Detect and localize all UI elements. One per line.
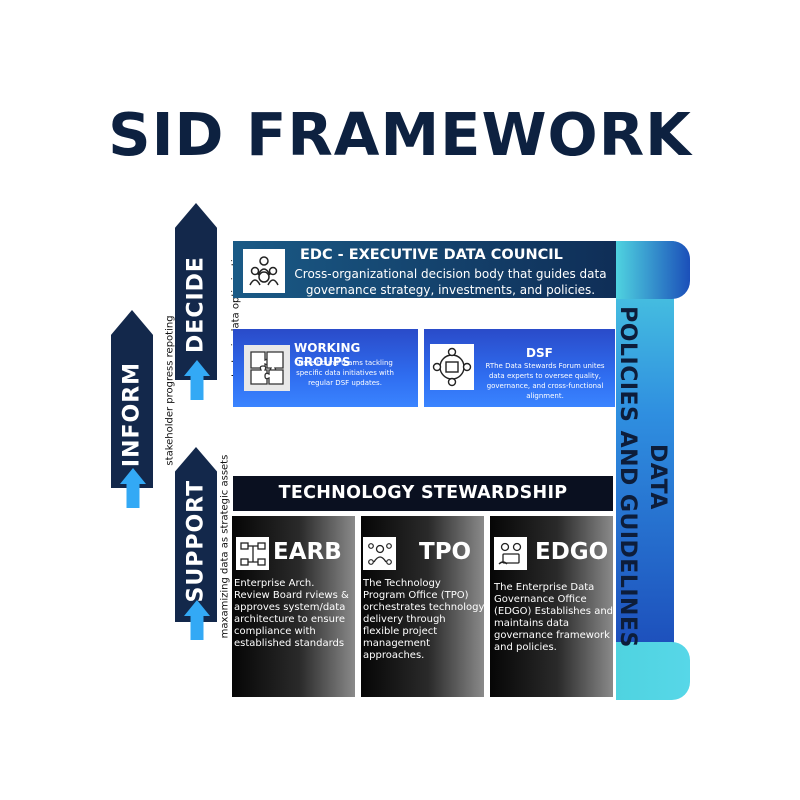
policies-column-text: DATA POLICIES AND GUIDELINES <box>612 262 672 692</box>
working-groups-title: WORKING GROUPS <box>294 341 361 369</box>
edc-box <box>233 241 616 298</box>
data-governance-icon <box>494 537 527 570</box>
dsf-title: DSF <box>526 346 553 360</box>
inform-side-text: stakeholder progress repoting <box>164 315 176 466</box>
working-groups-description: Time-bound teams tackling specific data … <box>296 359 394 387</box>
edgo-description: The Enterprise Data Governance Office (E… <box>494 582 614 653</box>
decide-label: DECIDE <box>183 256 209 353</box>
support-side-text: maxamizing data as strategic assets <box>219 454 231 639</box>
team-icon <box>363 537 396 570</box>
earb-name: EARB <box>273 539 342 565</box>
network-people-icon <box>430 344 474 390</box>
policies-column-top-cap <box>616 241 690 299</box>
technology-stewardship-title: TECHNOLOGY STEWARDSHIP <box>278 483 568 503</box>
tpo-name: TPO <box>419 539 472 565</box>
policies-column <box>616 241 674 671</box>
inform-label: INFORM <box>119 361 145 468</box>
policies-line2: POLICIES AND GUIDELINES <box>615 306 640 648</box>
technology-stewardship-bar <box>233 476 613 511</box>
earb-description: Enterprise Arch. Review Board rviews & a… <box>234 578 349 649</box>
puzzle-icon <box>244 345 290 391</box>
support-label: SUPPORT <box>183 479 209 603</box>
dsf-description: RThe Data Stewards Forum unites data exp… <box>485 362 605 400</box>
edc-description: Cross-organizational decision body that … <box>294 267 607 297</box>
edgo-name: EDGO <box>535 539 609 565</box>
policies-column-bottom-cap <box>616 642 690 700</box>
council-icon <box>243 249 285 293</box>
page-title: SID FRAMEWORK <box>108 100 692 169</box>
tpo-description: The Technology Program Office (TPO) orch… <box>363 578 485 661</box>
edc-title: EDC - EXECUTIVE DATA COUNCIL <box>300 247 563 263</box>
policies-line1: DATA <box>645 444 670 510</box>
architecture-icon <box>236 537 269 570</box>
